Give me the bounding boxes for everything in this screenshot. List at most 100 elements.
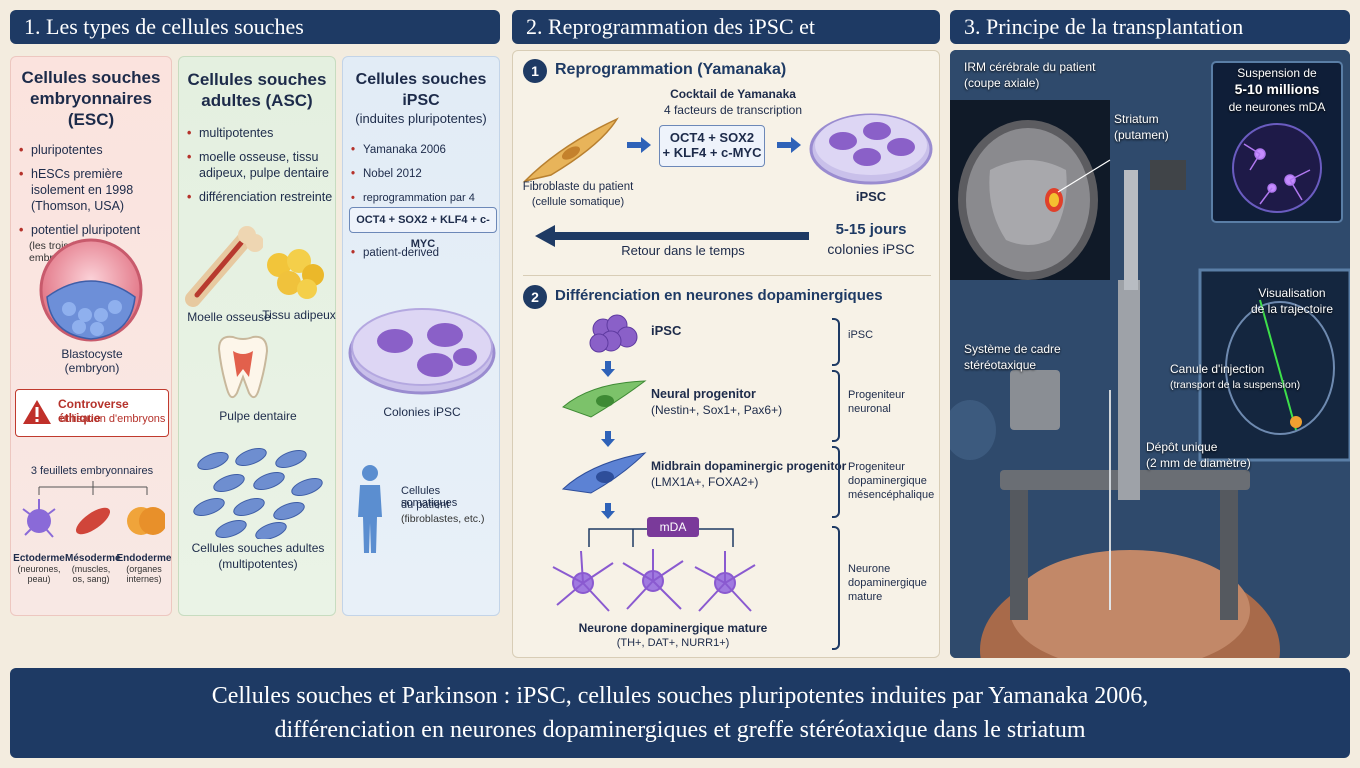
reprogramming-title: Reprogrammation (Yamanaka)	[555, 61, 787, 78]
ipsc-title: Cellules souches iPSC	[355, 71, 487, 109]
blastocyst-label: Blastocyste	[61, 347, 123, 361]
neural-progenitor-icon	[562, 380, 647, 418]
step-number-1: 1	[523, 59, 547, 83]
stage-label-neural: Progeniteur neuronal	[848, 389, 905, 415]
somatic-label: Cellules somatiques	[401, 485, 458, 509]
brace	[832, 526, 840, 650]
footer-line-1: Cellules souches et Parkinson : iPSC, ce…	[211, 683, 1149, 709]
arrow-down-icon	[601, 503, 615, 519]
footer-line-2: différenciation en neurones dopaminergiq…	[274, 717, 1086, 743]
mda-badge: mDA	[647, 517, 699, 537]
section-header-types: 1. Les types de cellules souches	[10, 10, 500, 44]
suspension-sublabel: de neurones mDA	[1228, 100, 1326, 114]
cocktail-title: Cocktail de Yamanaka	[670, 87, 796, 101]
fibroblast-sublabel: (cellule somatique)	[531, 196, 625, 208]
canula-label: Canule d'injection	[1170, 362, 1265, 376]
stage-label-dopaminergic: Progeniteur dopaminergique mésencéphaliq…	[848, 461, 935, 501]
petri-dish-image	[348, 308, 496, 395]
ipsc-bullet: patient-derived	[351, 245, 439, 261]
somatic-label-2: du patient	[401, 499, 450, 511]
ipsc-dish-image	[809, 113, 933, 185]
stage-label-ipsc: iPSC	[848, 329, 874, 341]
asc-bullet: différenciation restreinte	[187, 189, 335, 205]
reprogramming-panel: 1 Reprogrammation (Yamanaka) Cocktail de…	[512, 50, 940, 658]
step-neural-progenitor: Neural progenitor	[651, 387, 756, 401]
footer-banner: Cellules souches et Parkinson : iPSC, ce…	[10, 668, 1350, 758]
ipsc-result-label: iPSC	[855, 189, 887, 204]
fibroblast-label: Fibroblaste du patient	[522, 181, 634, 193]
surgery-scene	[950, 50, 1350, 658]
esc-title: Cellules souches embryonnaires (ESC)	[21, 68, 161, 129]
factors-line-2: + KLF4 + c-MYC	[662, 145, 762, 160]
arrow-down-icon	[601, 361, 615, 377]
step-number-2: 2	[523, 285, 547, 309]
ectoderm-icon	[22, 499, 56, 538]
differentiation-title: Différenciation en neurones dopaminergiq…	[555, 287, 883, 304]
ipsc-bullet: Nobel 2012	[351, 166, 499, 182]
esc-bullet: potentiel pluripotent	[19, 222, 171, 238]
endoderm-icon	[127, 507, 165, 535]
somatic-sublabel: (fibroblastes, etc.)	[401, 513, 485, 525]
adult-cells-caption-sub: (multipotentes)	[218, 557, 298, 571]
step-dopaminergic-progenitor: Midbrain dopaminergic progenitor	[651, 459, 847, 473]
step-mature-neuron: Neurone dopaminergique mature	[578, 621, 768, 635]
dopaminergic-progenitor-icon	[561, 452, 647, 494]
arrow-down-icon	[601, 431, 615, 447]
step-neural-progenitor-markers: (Nestin+, Sox1+, Pax6+)	[651, 403, 783, 417]
arrow-right-icon	[627, 137, 651, 153]
layer-endoderm: Endoderme(organes internes)	[116, 553, 172, 584]
step-dopaminergic-progenitor-markers: (LMX1A+, FOXA2+)	[651, 475, 759, 489]
warning-icon	[23, 400, 51, 424]
adult-cells-caption: Cellules souches adultes	[191, 541, 325, 555]
layer-mesoderm: Mésoderme(muscles, os, sang)	[65, 553, 121, 584]
canula-sublabel: (transport de la suspension)	[1170, 379, 1301, 391]
mature-neurons-image	[552, 528, 756, 612]
back-in-time-arrow	[535, 225, 809, 247]
ipsc-column: Cellules souches iPSC (induites pluripot…	[342, 56, 500, 616]
esc-bullet: hESCs première isolement en 1998 (Thomso…	[19, 166, 171, 214]
person-icon	[358, 465, 382, 553]
trajectory-label-2: de la trajectoire	[1250, 302, 1334, 316]
factors-line-1: OCT4 + SOX2	[669, 130, 755, 145]
fat-label: Tissu adipeux	[262, 308, 336, 322]
step-mature-neuron-markers: (TH+, DAT+, NURR1+)	[616, 637, 730, 649]
adult-stem-cells-image	[193, 447, 323, 539]
brace	[832, 318, 840, 366]
transplant-photo: IRM cérébrale du patient (coupe axiale) …	[950, 50, 1350, 658]
brace	[832, 370, 840, 442]
depot-label: Dépôt unique	[1146, 440, 1218, 454]
ethics-warning: Controverse éthique utilisation d'embryo…	[15, 389, 169, 437]
mri-label: IRM cérébrale du patient	[964, 60, 1096, 74]
cocktail-subtitle: 4 facteurs de transcription	[663, 103, 803, 117]
tooth-icon	[217, 335, 269, 399]
striatum-sublabel: (putamen)	[1114, 128, 1169, 142]
blastocyst-sublabel: (embryon)	[64, 361, 120, 375]
esc-bullet: pluripotentes	[19, 142, 171, 158]
ipsc-cluster-icon	[589, 314, 638, 353]
step-ipsc: iPSC	[651, 323, 682, 338]
colonies-result-label: colonies iPSC	[827, 241, 915, 257]
esc-column: Cellules souches embryonnaires (ESC) plu…	[10, 56, 172, 616]
suspension-count: 5-10 millions	[1234, 81, 1320, 97]
blastocyst-image	[39, 238, 143, 342]
colonies-label: Colonies iPSC	[383, 405, 461, 419]
striatum-label: Striatum	[1114, 112, 1159, 126]
bone-icon	[185, 226, 263, 307]
pulp-label: Pulpe dentaire	[219, 409, 297, 423]
ipsc-title-sub: (induites pluripotentes)	[355, 111, 487, 126]
layers-title: 3 feuillets embryonnaires	[30, 465, 154, 477]
stage-label-mature: Neurone dopaminergique mature	[848, 563, 927, 603]
ipsc-bullet: Yamanaka 2006	[351, 142, 499, 158]
suspension-label: Suspension de	[1237, 66, 1317, 80]
fibroblast-image	[522, 117, 619, 183]
asc-column: Cellules souches adultes (ASC) multipote…	[178, 56, 336, 616]
frame-label-2: stéréotaxique	[964, 358, 1037, 372]
asc-title: Cellules souches adultes (ASC)	[187, 70, 327, 110]
ipsc-factors-box: OCT4 + SOX2 + KLF4 + c-MYC	[349, 207, 497, 250]
mri-sublabel: (coupe axiale)	[964, 76, 1040, 90]
brace	[832, 446, 840, 518]
mesoderm-icon	[75, 507, 111, 535]
section-header-reprogramming: 2. Reprogrammation des iPSC et différenc…	[512, 10, 940, 73]
marrow-label: Moelle osseuse	[187, 310, 271, 324]
arrow-right-icon	[777, 137, 801, 153]
